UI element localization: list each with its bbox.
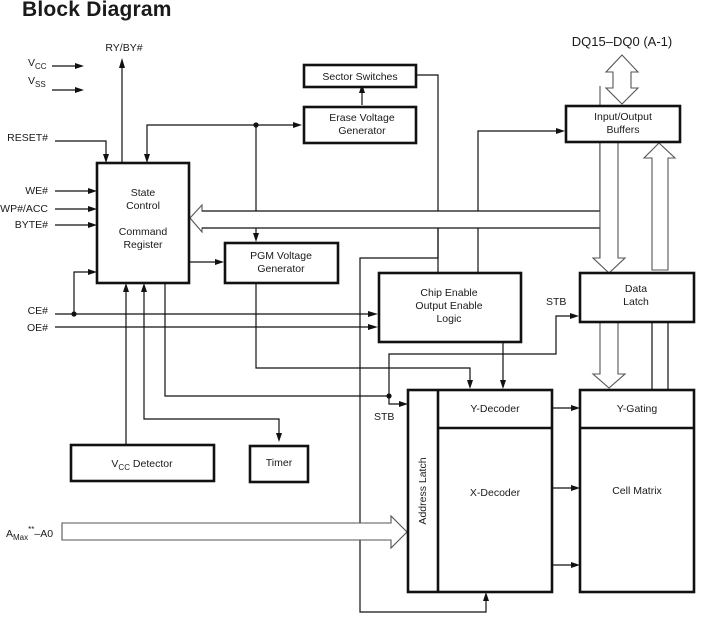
- reset-arrowhead: [103, 154, 109, 163]
- wp-arrowhead: [88, 206, 97, 212]
- cell-matrix-block: Y-Gating Cell Matrix: [578, 388, 696, 594]
- chip-enable-line-1: Chip Enable: [420, 287, 477, 299]
- reset-wire: [55, 140, 107, 156]
- xdecoder-to-matrix-arrowhead-1: [571, 485, 580, 491]
- state-control-block: State Control Command Register: [95, 161, 191, 285]
- wp-acc-label: WP#/ACC: [0, 203, 48, 215]
- xdecoder-to-matrix-arrowhead-2: [571, 562, 580, 568]
- data-latch-line-2: Latch: [623, 296, 649, 308]
- io-in-wire: [477, 130, 557, 211]
- sc-to-stb-wire: [164, 283, 389, 397]
- vcc-detector-arrowhead: [123, 283, 129, 292]
- timer-wire: [143, 290, 280, 434]
- io-to-data-latch-arrow: [591, 141, 627, 274]
- we-arrowhead: [88, 188, 97, 194]
- ce-logic-to-ydecoder-arrowhead: [500, 380, 506, 389]
- ce-label: CE#: [28, 305, 49, 317]
- pgm-voltage-line-1: PGM Voltage: [250, 250, 312, 262]
- pgm-voltage-block: PGM Voltage Generator: [223, 241, 340, 285]
- sc-to-pgm-arrowhead: [215, 259, 224, 265]
- erase-voltage-line-1: Erase Voltage: [329, 112, 395, 124]
- io-in-arrowhead: [556, 128, 565, 134]
- bus-upper-edge: [202, 137, 601, 212]
- timer-arrowhead: [276, 433, 282, 442]
- stb-data-latch-label: STB: [546, 296, 566, 308]
- we-label: WE#: [25, 185, 48, 197]
- stb-data-latch-wire: [388, 315, 571, 395]
- chip-enable-logic-block: Chip Enable Output Enable Logic: [377, 271, 523, 344]
- stb-address-latch-wire: [388, 396, 400, 405]
- io-buffers-line-1: Input/Output: [594, 111, 652, 123]
- data-latch-block: Data Latch: [578, 271, 696, 324]
- ce-tap-wire: [73, 271, 90, 314]
- data-latch-to-io-arrow: [642, 142, 677, 271]
- sc-feedback-arrowhead: [144, 154, 150, 163]
- stb-data-latch-arrowhead: [570, 313, 579, 319]
- oe-label: OE#: [27, 322, 48, 334]
- oe-arrowhead: [368, 324, 378, 330]
- state-control-line-1: State: [131, 187, 156, 199]
- vcc-detector-label: VCC Detector: [111, 458, 173, 472]
- reset-label: RESET#: [7, 132, 48, 144]
- ydecoder-to-ygating-arrowhead: [571, 405, 580, 411]
- x-decoder-label: X-Decoder: [470, 487, 521, 499]
- vcc-label: VCC: [28, 57, 47, 71]
- timer-block: Timer: [248, 444, 310, 484]
- address-bus-arrow: [61, 514, 408, 550]
- sector-switches-block: Sector Switches: [302, 63, 418, 89]
- pgm-voltage-line-2: Generator: [257, 263, 305, 275]
- cell-matrix-label: Cell Matrix: [612, 485, 662, 497]
- stb-address-latch-label: STB: [374, 411, 394, 423]
- pgm-out-wire: [255, 284, 471, 382]
- y-gating-label: Y-Gating: [617, 403, 658, 415]
- address-bus-label: AMax**–A0: [6, 525, 53, 542]
- byte-arrowhead: [88, 222, 97, 228]
- vcc-detector-block: VCC Detector: [69, 443, 216, 483]
- address-latch-block: Address Latch Y-Decoder X-Decoder: [406, 388, 554, 594]
- diagram-title: Block Diagram: [22, 0, 172, 21]
- ce-arrowhead: [368, 311, 378, 317]
- chip-enable-line-2: Output Enable: [415, 300, 482, 312]
- bus-left-drop: [359, 228, 487, 613]
- erase-voltage-line-2: Generator: [338, 125, 386, 137]
- sector-out-wire: [417, 74, 439, 211]
- pgm-to-ydecoder-arrowhead: [467, 380, 473, 389]
- vss-arrowhead: [75, 87, 84, 93]
- sc-feedback-wire: [146, 124, 295, 156]
- io-buffers-block: Input/Output Buffers: [564, 104, 682, 144]
- data-latch-line-1: Data: [625, 283, 647, 295]
- byte-label: BYTE#: [15, 219, 48, 231]
- sc-from-timer-arrowhead: [141, 283, 147, 292]
- vcc-arrowhead: [75, 63, 84, 69]
- bus-to-pgm-arrowhead: [253, 233, 259, 242]
- vss-label: VSS: [28, 75, 46, 89]
- io-buffers-line-2: Buffers: [606, 124, 639, 136]
- ryby-label: RY/BY#: [105, 42, 142, 54]
- state-control-line-2: Control: [126, 200, 160, 212]
- ce-tap-arrowhead: [88, 269, 97, 275]
- dq-bus-label: DQ15–DQ0 (A-1): [572, 34, 672, 49]
- erase-voltage-block: Erase Voltage Generator: [302, 105, 418, 145]
- stb-address-latch-arrowhead: [399, 401, 408, 407]
- ryby-arrowhead: [119, 58, 125, 68]
- wires: [52, 54, 677, 613]
- dq-bidirectional-arrow: [604, 54, 640, 105]
- state-control-line-4: Register: [123, 239, 163, 251]
- signal-labels: VCC VSS RY/BY# RESET# WE# WP#/ACC BYTE# …: [0, 34, 672, 542]
- data-latch-to-ygating-arrow: [591, 321, 627, 389]
- address-latch-label: Address Latch: [417, 457, 429, 524]
- xdecoder-bottom-arrowhead: [483, 592, 489, 601]
- erase-to-sector-arrowhead: [359, 84, 365, 93]
- timer-label: Timer: [266, 457, 293, 469]
- sector-switches-label: Sector Switches: [322, 71, 397, 83]
- chip-enable-line-3: Logic: [436, 313, 461, 325]
- erase-in-arrowhead: [293, 122, 302, 128]
- state-control-line-3: Command: [119, 226, 168, 238]
- y-decoder-label: Y-Decoder: [470, 403, 520, 415]
